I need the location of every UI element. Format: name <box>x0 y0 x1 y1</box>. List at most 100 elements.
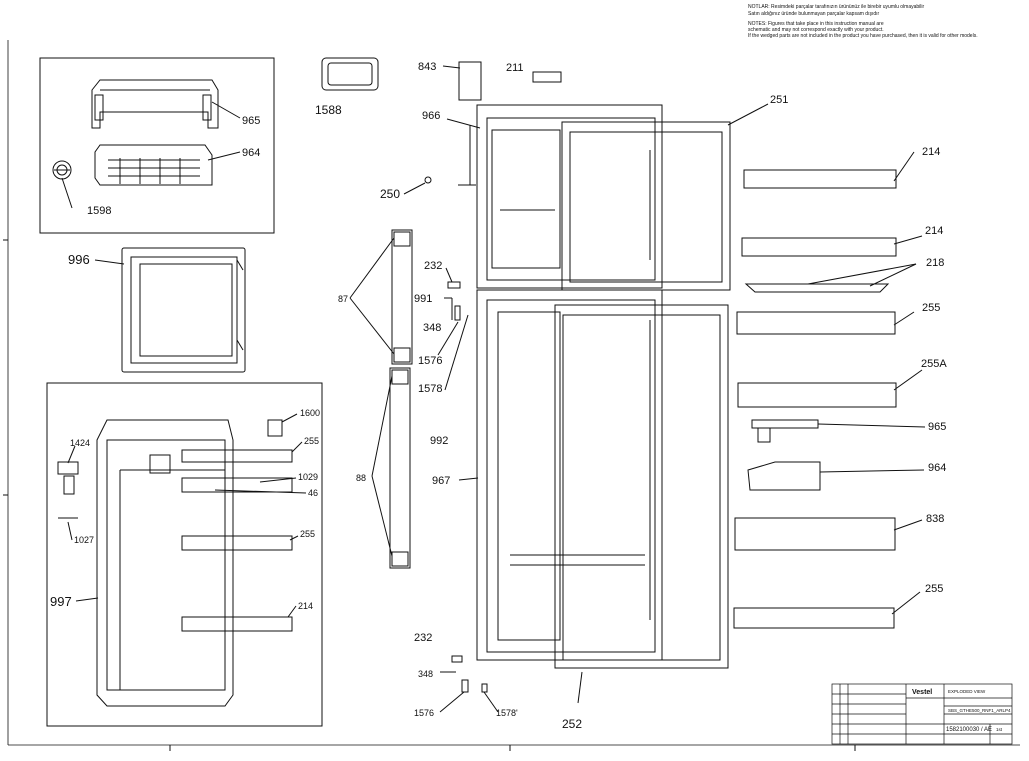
part-label-997: 997 <box>50 594 72 609</box>
leader-255A <box>893 369 923 391</box>
part-label-211: 211 <box>506 62 524 74</box>
leader-46 <box>214 489 307 494</box>
part-label-996: 996 <box>68 252 90 267</box>
note-line-4: schematic and may not correspond exactly… <box>748 27 884 33</box>
part-label-250: 250 <box>380 187 400 201</box>
leader-232a <box>445 267 453 283</box>
leader-255d <box>891 591 921 615</box>
part-211 <box>532 71 562 83</box>
part-label-214: 214 <box>925 225 943 237</box>
leader-214b <box>893 151 915 182</box>
leader-1600 <box>281 413 298 423</box>
part-label-1598: 1598 <box>87 205 111 217</box>
knob-part <box>52 160 72 180</box>
part-label-348: 348 <box>423 322 441 334</box>
inset-box-bottom <box>46 382 323 727</box>
title-block-model: SBS_GTHE500_RNF1_ARLP4 <box>948 708 1011 713</box>
ice-tray-cover-part <box>91 79 219 129</box>
part-label-232: 232 <box>424 260 442 272</box>
leader-1029 <box>259 477 297 483</box>
leader-250 <box>403 182 426 195</box>
inner-door-997 <box>96 419 234 707</box>
part-label-967: 967 <box>432 475 450 487</box>
part-label-348: 348 <box>418 669 433 679</box>
leader-88b <box>371 475 393 557</box>
part-label-966: 966 <box>422 110 440 122</box>
leader-997 <box>75 597 99 602</box>
hinge-hardware-upper <box>437 281 469 391</box>
leader-996 <box>94 259 125 265</box>
notes-block: NOTLAR: Resimdeki parçalar tarafınızın ü… <box>748 4 978 39</box>
part-label-1576: 1576 <box>418 355 442 367</box>
part-label-214: 214 <box>298 601 313 611</box>
part-label-991: 991 <box>414 293 432 305</box>
part-label-218: 218 <box>926 257 944 269</box>
title-block-logo: Vestel <box>912 689 932 696</box>
part-label-87: 87 <box>338 294 348 304</box>
leader-966 <box>446 118 481 129</box>
title-block-doc-no: 1582100030 / AE <box>946 727 992 733</box>
part-label-992: 992 <box>430 435 448 447</box>
title-block-code: EXPLODED VIEW <box>948 689 986 694</box>
part-label-838: 838 <box>926 513 944 525</box>
door-hinge-991 <box>391 229 413 365</box>
leader-218a <box>807 263 917 285</box>
part-250 <box>424 176 432 184</box>
inset-box-top <box>39 57 275 234</box>
part-label-1424: 1424 <box>70 438 90 448</box>
ice-bucket-part <box>94 144 213 186</box>
leader-214a <box>287 605 297 618</box>
part-label-46: 46 <box>308 488 318 498</box>
leader-965b <box>817 423 926 428</box>
part-label-255: 255 <box>300 529 315 539</box>
door-shelves-right <box>733 169 897 629</box>
leader-838 <box>893 519 923 531</box>
leader-214c <box>893 235 923 245</box>
leader-1598 <box>61 177 73 209</box>
part-label-214: 214 <box>922 146 940 158</box>
part-label-965: 965 <box>928 421 946 433</box>
lamp-cover-1588 <box>321 57 379 91</box>
part-label-965: 965 <box>242 115 260 127</box>
note-line-2: Satın aldığınız üründe bulunmayan parçal… <box>748 11 880 17</box>
part-label-232: 232 <box>414 632 432 644</box>
leader-252 <box>577 671 583 704</box>
leader-88a <box>371 375 393 477</box>
part-label-1576: 1576 <box>414 708 434 718</box>
leader-218b <box>869 263 917 287</box>
leader-965a <box>211 101 241 119</box>
leader-255c <box>893 311 915 326</box>
title-block <box>831 683 1013 745</box>
door-shelves-inset <box>149 419 293 632</box>
leader-1424 <box>67 445 76 464</box>
part-label-252: 252 <box>562 717 582 731</box>
note-line-5: If the wedged parts are not included in … <box>748 33 978 39</box>
leader-251 <box>727 103 769 126</box>
part-label-1578: 1578 <box>418 383 442 395</box>
leader-843 <box>442 65 461 69</box>
leader-967 <box>458 477 479 481</box>
part-label-1029: 1029 <box>298 472 318 482</box>
part-label-88: 88 <box>356 473 366 483</box>
hinge-part-1424 <box>57 461 79 495</box>
fridge-door-assembly <box>476 289 729 669</box>
note-line-3: NOTES: Figures that take place in this i… <box>748 21 884 27</box>
leader-255a <box>291 441 303 453</box>
part-label-964: 964 <box>928 462 946 474</box>
part-label-255: 255 <box>922 302 940 314</box>
part-label-1600: 1600 <box>300 408 320 418</box>
part-843 <box>458 61 482 101</box>
leader-964b <box>819 469 925 473</box>
door-hinge-992 <box>389 367 411 569</box>
part-label-255A: 255A <box>921 358 947 370</box>
part-label-843: 843 <box>418 61 436 73</box>
note-line-1: NOTLAR: Resimdeki parçalar tarafınızın ü… <box>748 4 925 10</box>
freezer-door-assembly <box>458 104 731 291</box>
leader-964a <box>207 151 241 161</box>
part-label-255: 255 <box>925 583 943 595</box>
part-label-964: 964 <box>242 147 260 159</box>
door-frame-996 <box>121 247 246 373</box>
leader-87b <box>349 297 395 355</box>
